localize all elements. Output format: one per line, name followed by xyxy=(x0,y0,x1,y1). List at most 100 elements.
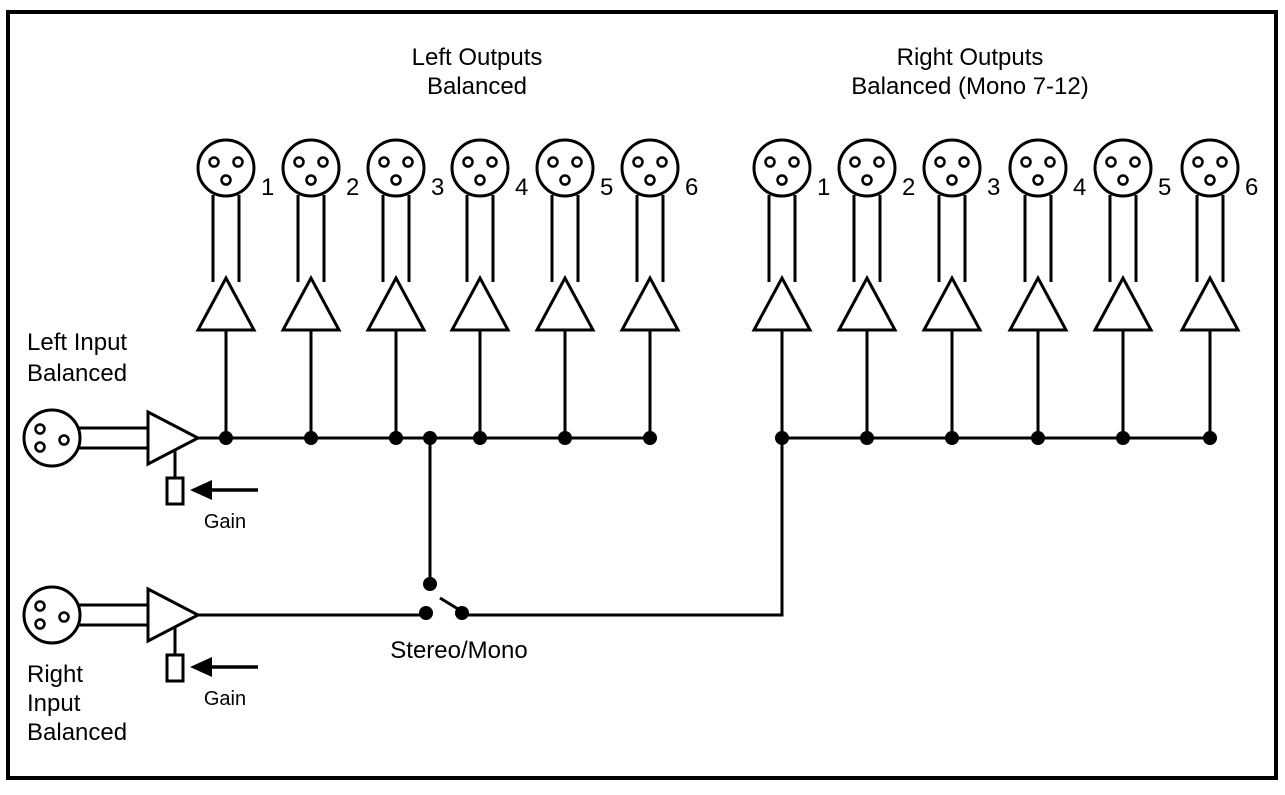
left-output-xlr-icon-pin-2 xyxy=(402,156,414,168)
right-output-number: 4 xyxy=(1073,174,1086,201)
left-output-xlr-icon xyxy=(620,138,680,198)
left-output-number: 4 xyxy=(515,174,528,201)
left-output-xlr-icon-shell xyxy=(366,138,426,198)
right-output-amplifier-icon xyxy=(1007,274,1069,332)
left-output-channel: 5 xyxy=(534,138,613,445)
right-output-number: 5 xyxy=(1158,174,1171,201)
left-output-number: 6 xyxy=(685,174,698,201)
left-output-xlr-icon-shell xyxy=(196,138,256,198)
left-output-xlr-icon-pin-3 xyxy=(390,174,402,186)
right-output-channel: 6 xyxy=(1179,138,1258,445)
left-outputs-subtitle: Balanced xyxy=(427,73,527,100)
left-output-amplifier-icon xyxy=(195,274,257,332)
left-output-channel: 3 xyxy=(365,138,444,445)
left-input-xlr-icon-pin-3 xyxy=(58,434,70,446)
right-input-label-line2: Input xyxy=(27,690,81,717)
left-bus-junction xyxy=(473,431,487,445)
right-outputs-subtitle: Balanced (Mono 7-12) xyxy=(851,73,1088,100)
right-output-channel: 2 xyxy=(836,138,915,445)
right-output-xlr-icon-shell xyxy=(1093,138,1153,198)
left-output-xlr-icon-pin-2 xyxy=(232,156,244,168)
right-bus-feed xyxy=(462,438,784,617)
right-output-xlr-icon-pin-3 xyxy=(1032,174,1044,186)
left-output-xlr-icon-shell xyxy=(620,138,680,198)
right-output-xlr-icon-pin-1 xyxy=(764,156,776,168)
left-output-channel: 1 xyxy=(195,138,274,445)
left-output-xlr-icon-pin-3 xyxy=(559,174,571,186)
stereo-mono-switch xyxy=(419,577,469,620)
right-input-xlr-icon xyxy=(22,585,82,645)
right-gain-arrow-icon xyxy=(190,657,212,677)
right-output-xlr-icon-shell xyxy=(752,138,812,198)
left-input-label-line1: Left Input xyxy=(27,329,127,356)
left-output-xlr-icon-pin-3 xyxy=(644,174,656,186)
right-bus-junction xyxy=(945,431,959,445)
left-bus-junction xyxy=(304,431,318,445)
right-output-xlr-icon-pin-2 xyxy=(1216,156,1228,168)
left-output-xlr-icon-shell xyxy=(281,138,341,198)
left-output-amplifier-icon xyxy=(534,274,596,332)
right-output-xlr-icon xyxy=(752,138,812,198)
switch-contact-stereo xyxy=(419,606,433,620)
right-gain-label: Gain xyxy=(204,688,246,710)
left-output-channel: 2 xyxy=(280,138,359,445)
right-output-channel: 4 xyxy=(1007,138,1086,445)
right-input-xlr-icon-pin-3 xyxy=(58,611,70,623)
right-input-label-line1: Right xyxy=(27,661,83,688)
right-output-xlr-icon xyxy=(837,138,897,198)
switch-label: Stereo/Mono xyxy=(390,637,527,664)
left-output-xlr-icon-pin-2 xyxy=(571,156,583,168)
left-output-xlr-icon-pin-1 xyxy=(547,156,559,168)
left-output-xlr-icon-pin-3 xyxy=(474,174,486,186)
right-output-number: 1 xyxy=(817,174,830,201)
left-input-stage: Gain xyxy=(22,408,258,533)
right-output-amplifier-icon xyxy=(1092,274,1154,332)
left-bus-junction xyxy=(389,431,403,445)
left-input-xlr-icon-shell xyxy=(22,408,82,468)
left-output-xlr-icon-pin-1 xyxy=(378,156,390,168)
right-output-xlr-icon xyxy=(1008,138,1068,198)
right-output-xlr-icon-pin-3 xyxy=(861,174,873,186)
right-output-xlr-icon-shell xyxy=(1180,138,1240,198)
right-output-xlr-icon-pin-2 xyxy=(1044,156,1056,168)
right-output-amplifier-icon xyxy=(921,274,983,332)
right-output-xlr-icon-pin-1 xyxy=(934,156,946,168)
right-output-xlr-icon-pin-2 xyxy=(1129,156,1141,168)
right-input-xlr-icon-pin-1 xyxy=(34,600,46,612)
right-input-xlr-icon-pin-2 xyxy=(34,618,46,630)
left-bus-junction xyxy=(643,431,657,445)
right-output-xlr-icon-pin-1 xyxy=(1192,156,1204,168)
right-output-amplifier-icon xyxy=(1179,274,1241,332)
right-output-xlr-icon-pin-2 xyxy=(958,156,970,168)
left-input-xlr-icon-pin-1 xyxy=(34,423,46,435)
right-output-xlr-icon-pin-1 xyxy=(849,156,861,168)
right-output-number: 6 xyxy=(1245,174,1258,201)
mono-tap-junction xyxy=(423,431,437,445)
diagram-frame xyxy=(6,10,1278,780)
left-output-number: 3 xyxy=(431,174,444,201)
right-output-xlr-icon-pin-3 xyxy=(776,174,788,186)
left-output-channel: 4 xyxy=(449,138,528,445)
left-output-number: 1 xyxy=(261,174,274,201)
left-gain-pot-icon xyxy=(165,476,185,506)
right-output-xlr-icon-pin-3 xyxy=(1117,174,1129,186)
left-output-number: 5 xyxy=(600,174,613,201)
left-output-xlr-icon-pin-1 xyxy=(632,156,644,168)
left-outputs-title: Left Outputs xyxy=(412,44,543,71)
right-output-amplifier-icon xyxy=(836,274,898,332)
right-output-amplifier-icon xyxy=(751,274,813,332)
right-output-xlr-icon-pin-3 xyxy=(1204,174,1216,186)
left-output-amplifier-icon xyxy=(280,274,342,332)
right-output-xlr-icon-pin-1 xyxy=(1105,156,1117,168)
right-output-xlr-icon xyxy=(922,138,982,198)
right-input-xlr-icon-shell xyxy=(22,585,82,645)
right-output-number: 3 xyxy=(987,174,1000,201)
left-output-xlr-icon-shell xyxy=(450,138,510,198)
left-output-xlr-icon-pin-3 xyxy=(305,174,317,186)
left-bus-junction xyxy=(558,431,572,445)
left-output-channel: 6 xyxy=(619,138,698,445)
